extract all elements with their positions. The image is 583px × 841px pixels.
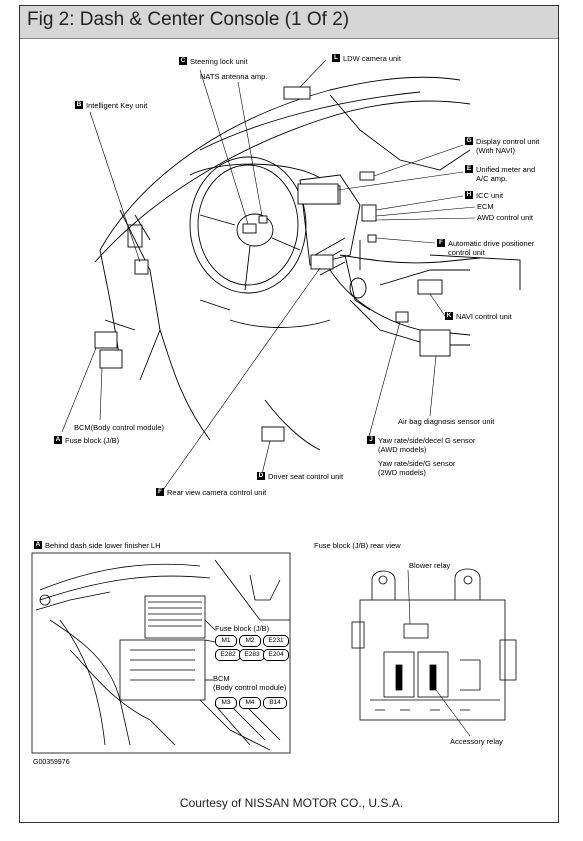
letter-badge: F (156, 488, 164, 496)
driver-seat-shape (261, 426, 285, 442)
label-yaw-2wd: Yaw rate/side/G sensor (2WD models) (378, 459, 456, 477)
label-airbag: Air bag diagnosis sensor unit (398, 417, 495, 426)
icc-ecm-shape (361, 204, 377, 222)
connector-e204: E204 (263, 649, 289, 661)
connector-e282: E282 (215, 649, 241, 661)
connector-m1: M1 (215, 635, 237, 647)
bcm-detail-label: BCM (Body control module) (213, 674, 287, 692)
unified-meter-shape (297, 183, 339, 205)
letter-badge: B (75, 101, 83, 109)
letter-badge: H (465, 191, 473, 199)
letter-badge: J (367, 436, 375, 444)
right-detail-heading: Fuse block (J/B) rear view (314, 541, 401, 550)
nats-antenna-shape (258, 215, 268, 224)
rear-view-camera-shape (310, 254, 334, 270)
label-nats-antenna: NATS antenna amp. (200, 72, 268, 81)
letter-badge: F (437, 239, 445, 247)
title-bar (20, 6, 558, 39)
accessory-relay-label: Accessory relay (450, 737, 503, 746)
fuse-block-jb-label: Fuse block (J/B) (215, 624, 270, 633)
steering-lock-shape (242, 223, 257, 234)
letter-badge: E (465, 165, 473, 173)
bcm-shape (99, 349, 123, 369)
blower-relay-label: Blower relay (409, 561, 451, 570)
navi-control-shape (417, 279, 443, 295)
ldw-camera-shape (283, 86, 311, 100)
airbag-shape (419, 329, 451, 357)
display-control-shape (359, 171, 375, 181)
label-bcm: BCM(Body control module) (74, 423, 165, 432)
letter-badge: K (445, 312, 453, 320)
connector-b14: B14 (263, 697, 287, 709)
label-awd-control: AWD control unit (477, 213, 533, 222)
yaw-sensor-shape (395, 311, 409, 323)
fuse-block-shape (94, 331, 118, 349)
connector-e283: E283 (239, 649, 265, 661)
letter-badge: L (332, 54, 340, 62)
letter-badge: D (257, 472, 265, 480)
letter-badge: G (465, 137, 473, 145)
letter-badge: C (179, 57, 187, 65)
courtesy-credit: Courtesy of NISSAN MOTOR CO., U.S.A. (179, 796, 404, 810)
letter-badge: A (34, 541, 42, 549)
figure-code: G00359976 (33, 759, 70, 766)
letter-badge: A (54, 436, 62, 444)
connector-m3: M3 (215, 697, 237, 709)
connector-m4: M4 (239, 697, 261, 709)
connector-e231: E231 (263, 635, 289, 647)
connector-m2: M2 (239, 635, 261, 647)
label-ecm: ECM (477, 202, 494, 211)
figure-title: Fig 2: Dash & Center Console (1 Of 2) (27, 9, 350, 30)
intelligent-key-shape (134, 259, 149, 275)
auto-drive-pos-shape (367, 234, 377, 243)
